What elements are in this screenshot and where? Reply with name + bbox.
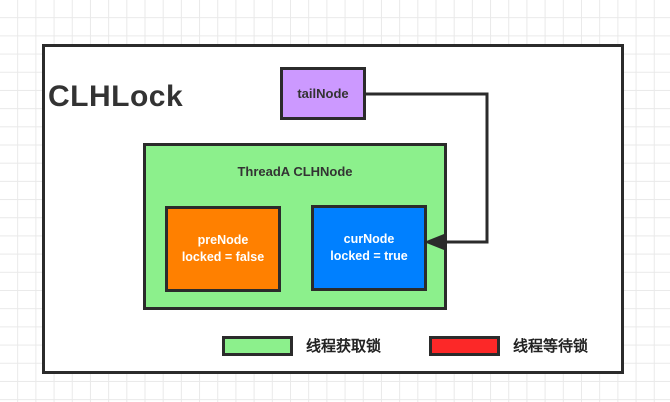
tail-node-label: tailNode	[297, 86, 349, 101]
pre-node-state: locked = false	[181, 250, 265, 264]
tail-node-box: tailNode	[280, 67, 366, 120]
legend-item-waiting: 线程等待锁	[429, 335, 588, 356]
thread-clhnode-label: ThreadA CLHNode	[237, 164, 353, 179]
cur-node-state: locked = true	[330, 249, 408, 263]
cur-node-box: curNode locked = true	[311, 205, 427, 291]
thread-clhnode-container: ThreadA CLHNode preNode locked = false c…	[143, 143, 447, 310]
cur-node-label: curNode	[343, 232, 395, 247]
legend: 线程获取锁 线程等待锁	[222, 335, 588, 356]
legend-item-acquired: 线程获取锁	[222, 335, 381, 356]
pre-node-box: preNode locked = false	[165, 206, 281, 292]
legend-label-waiting: 线程等待锁	[513, 338, 589, 355]
legend-swatch-waiting-icon	[429, 335, 501, 356]
legend-label-acquired: 线程获取锁	[306, 338, 382, 355]
pre-node-label: preNode	[197, 233, 249, 248]
legend-swatch-acquired-icon	[222, 335, 293, 356]
page-title: CLHLock	[48, 80, 184, 113]
